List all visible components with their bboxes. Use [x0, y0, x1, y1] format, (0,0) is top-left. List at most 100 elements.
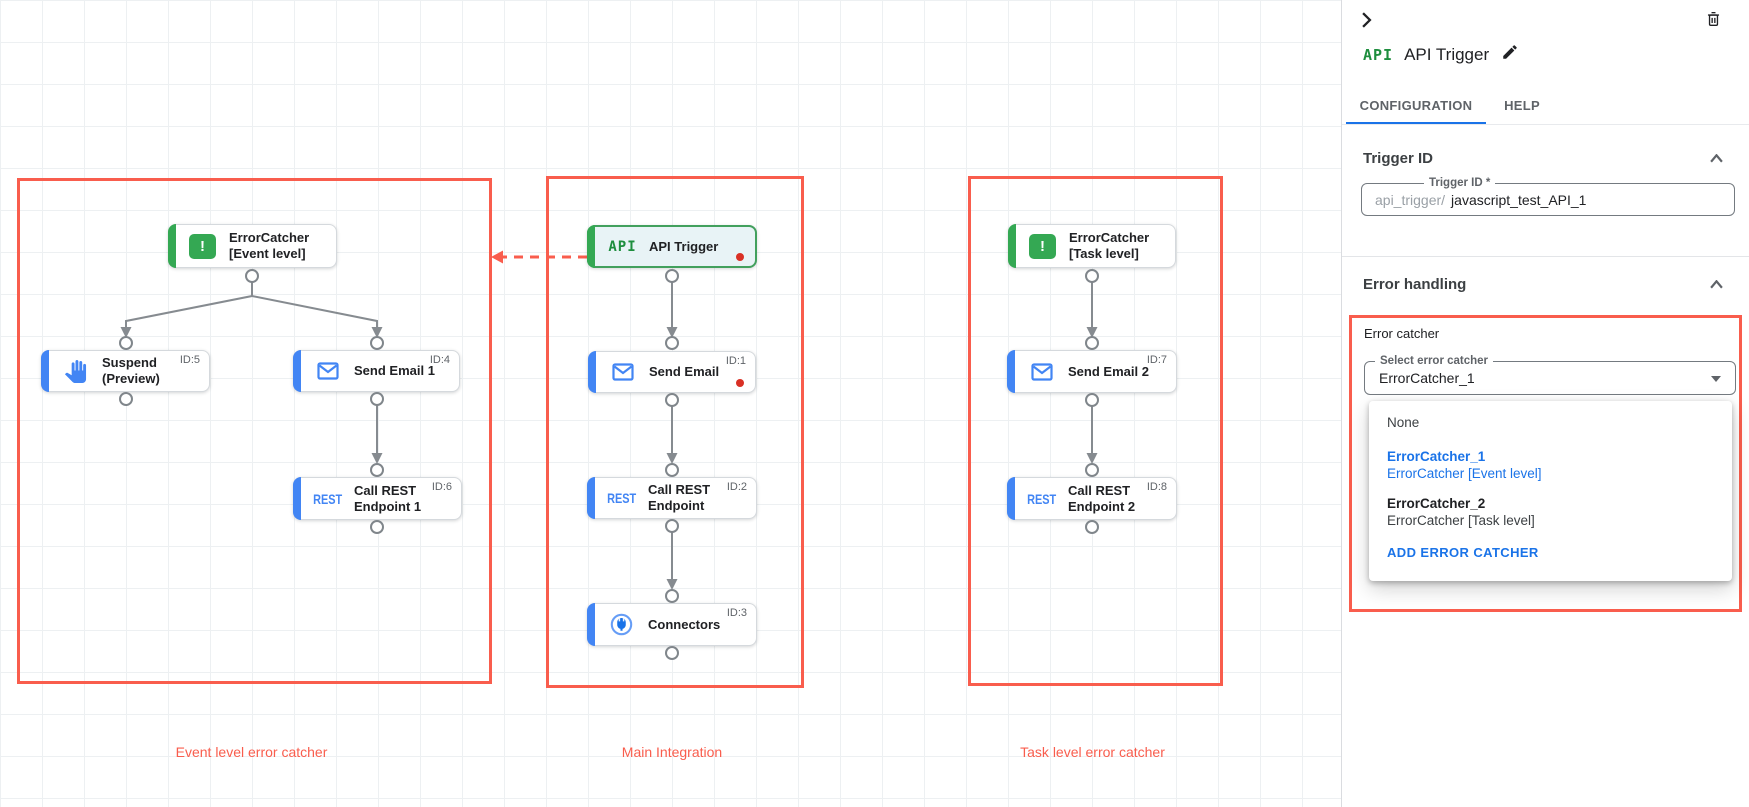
rest-icon: REST — [312, 490, 343, 507]
node-error-catcher-event[interactable]: ! ErrorCatcher[Event level] — [168, 224, 337, 268]
group-label-main-integration: Main Integration — [621, 744, 723, 760]
output-port[interactable] — [1085, 393, 1099, 407]
tab-configuration[interactable]: CONFIGURATION — [1346, 88, 1486, 125]
page-title: API Trigger — [1404, 44, 1490, 64]
edge-arrowheads — [120, 327, 1098, 590]
trigger-id-field[interactable]: Trigger ID * api_trigger/ javascript_tes… — [1361, 176, 1735, 216]
output-port[interactable] — [665, 269, 679, 283]
output-port[interactable] — [245, 269, 259, 283]
node-accent-bar — [587, 603, 595, 646]
chevron-up-icon[interactable] — [1710, 276, 1723, 293]
panel-tabs: CONFIGURATION HELP — [1342, 88, 1749, 125]
node-accent-bar — [587, 477, 595, 519]
input-port[interactable] — [1085, 463, 1099, 477]
output-port[interactable] — [119, 392, 133, 406]
mail-icon — [609, 360, 636, 384]
panel-title-row: API API Trigger — [1363, 43, 1519, 66]
error-catcher-icon: ! — [1029, 233, 1056, 259]
node-label: ErrorCatcher — [229, 230, 310, 245]
input-port[interactable] — [665, 589, 679, 603]
group-label-event-level: Event level error catcher — [175, 744, 328, 760]
node-accent-bar — [1007, 350, 1015, 393]
error-status-dot — [736, 379, 744, 387]
node-id-badge: ID:1 — [725, 355, 746, 367]
input-port[interactable] — [1085, 336, 1099, 350]
menu-item-name: ErrorCatcher_1 — [1387, 449, 1486, 464]
node-connectors[interactable]: Connectors ID:3 — [587, 603, 757, 646]
menu-item-description: ErrorCatcher [Event level] — [1387, 466, 1542, 481]
select-error-catcher[interactable]: Select error catcher ErrorCatcher_1 — [1364, 354, 1736, 395]
output-port[interactable] — [665, 646, 679, 660]
output-port[interactable] — [370, 520, 384, 534]
node-accent-bar — [293, 350, 301, 392]
tab-help[interactable]: HELP — [1504, 97, 1540, 113]
node-label: Send Email 2 — [1068, 363, 1149, 379]
trigger-id-prefix: api_trigger/ — [1375, 191, 1446, 208]
group-label-task-level: Task level error catcher — [1020, 744, 1165, 760]
node-send-email-2[interactable]: Send Email 2 ID:7 — [1007, 350, 1177, 393]
connectors-icon — [608, 612, 635, 637]
output-port[interactable] — [1085, 269, 1099, 283]
node-label: Suspend — [102, 355, 157, 370]
section-divider — [1342, 256, 1749, 257]
select-error-catcher-value: ErrorCatcher_1 — [1379, 370, 1475, 386]
section-title: Trigger ID — [1363, 150, 1434, 167]
input-port[interactable] — [665, 336, 679, 350]
error-catcher-icon: ! — [189, 233, 216, 259]
input-port[interactable] — [370, 463, 384, 477]
hand-icon — [62, 359, 89, 383]
output-port[interactable] — [370, 392, 384, 406]
menu-item-errorcatcher-2[interactable]: ErrorCatcher_2 ErrorCatcher [Task level] — [1387, 495, 1732, 529]
output-port[interactable] — [665, 393, 679, 407]
mail-icon — [1028, 360, 1055, 384]
input-port[interactable] — [370, 336, 384, 350]
node-id-badge: ID:2 — [726, 481, 747, 493]
error-routing-arrow — [491, 250, 587, 264]
node-send-email[interactable]: Send Email ID:1 — [588, 351, 756, 393]
collapse-panel-icon[interactable] — [1359, 12, 1374, 33]
group-box-event-level — [17, 178, 492, 684]
node-error-catcher-task[interactable]: ! ErrorCatcher[Task level] — [1008, 224, 1176, 268]
trigger-id-field-label: Trigger ID * — [1424, 176, 1496, 190]
node-label: Send Email 1 — [354, 363, 435, 378]
chevron-up-icon[interactable] — [1710, 150, 1723, 167]
node-accent-bar — [1007, 477, 1015, 520]
node-suspend[interactable]: Suspend(Preview) ID:5 — [41, 350, 210, 392]
output-port[interactable] — [1085, 520, 1099, 534]
error-handling-section-header: Error handling — [1363, 276, 1723, 293]
edges-layer — [120, 250, 1098, 590]
add-error-catcher-button[interactable]: ADD ERROR CATCHER — [1387, 545, 1539, 560]
node-id-badge: ID:8 — [1146, 481, 1167, 493]
error-status-dot — [736, 253, 744, 261]
chevron-down-icon[interactable] — [1711, 376, 1721, 382]
node-label: Call REST — [354, 482, 417, 498]
delete-icon[interactable] — [1704, 9, 1723, 34]
input-port[interactable] — [119, 336, 133, 350]
workflow-canvas[interactable]: Event level error catcher Main Integrati… — [0, 0, 1341, 807]
node-label: Send Email — [649, 364, 720, 379]
api-trigger-icon: API — [1363, 45, 1394, 64]
tabs-divider — [1342, 124, 1749, 125]
node-accent-bar — [41, 350, 49, 392]
node-label-line2: [Task level] — [1069, 246, 1139, 261]
node-id-badge: ID:5 — [179, 354, 200, 366]
output-port[interactable] — [665, 519, 679, 533]
node-accent-bar — [588, 351, 596, 393]
input-port[interactable] — [665, 463, 679, 477]
menu-item-none[interactable]: None — [1387, 415, 1420, 430]
node-label-line2: Endpoint 2 — [1068, 498, 1136, 514]
trigger-id-value[interactable]: javascript_test_API_1 — [1451, 191, 1587, 208]
error-catcher-label: Error catcher — [1364, 326, 1440, 341]
node-send-email-1[interactable]: Send Email 1 ID:4 — [293, 350, 460, 392]
node-accent-bar — [293, 477, 301, 520]
menu-item-description: ErrorCatcher [Task level] — [1387, 513, 1535, 528]
node-label: API Trigger — [649, 238, 719, 254]
edit-icon[interactable] — [1501, 43, 1519, 66]
node-id-badge: ID:7 — [1146, 354, 1167, 366]
node-label-line2: Endpoint — [648, 498, 705, 513]
menu-item-errorcatcher-1[interactable]: ErrorCatcher_1 ErrorCatcher [Event level… — [1387, 448, 1732, 482]
node-api-trigger[interactable]: API API Trigger — [587, 225, 757, 268]
